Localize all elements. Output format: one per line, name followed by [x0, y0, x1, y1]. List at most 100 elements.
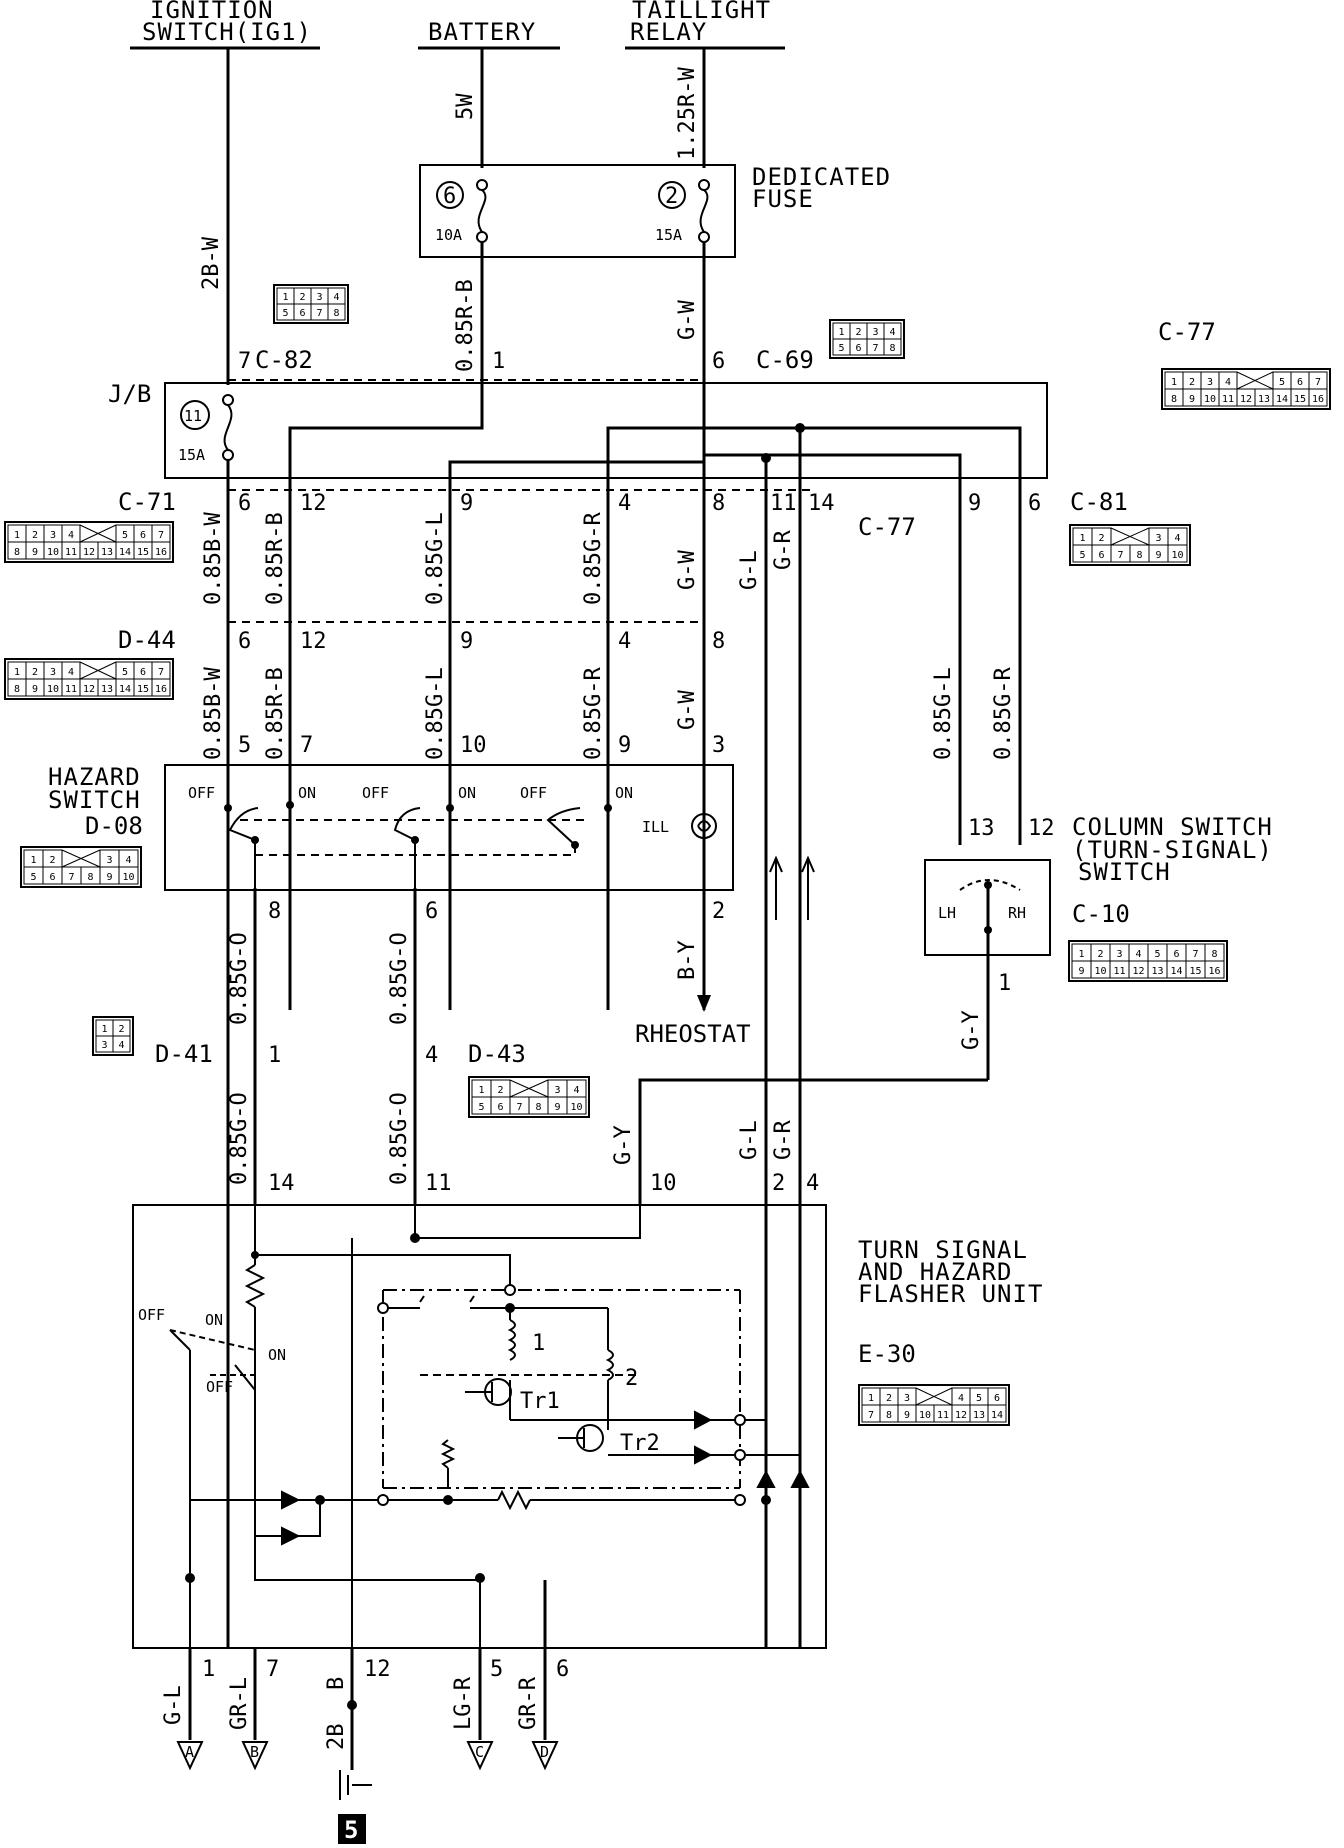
col-rh: RH [1008, 904, 1026, 922]
svg-text:6: 6 [1028, 491, 1041, 516]
jb-internal-wiring [226, 385, 1022, 1648]
d43-cell-label: 8 [535, 1102, 541, 1113]
c10-cell [1204, 960, 1225, 979]
wire-fuse6-out: 0.85R-B [453, 279, 478, 372]
c77-cell-label: 2 [1189, 377, 1195, 388]
wire-gr-1: 0.85G-R [581, 512, 606, 605]
c81-cell-label: 7 [1117, 550, 1123, 561]
d44-cell-label: 1 [14, 667, 20, 678]
c82-cell-label: 2 [299, 292, 305, 303]
c77-cell-label: 14 [1276, 394, 1288, 405]
c71-cell-label: 12 [83, 547, 95, 558]
wire-gr-col: 0.85G-R [991, 667, 1016, 760]
c77-cell-label: 10 [1204, 394, 1216, 405]
terminal-a: A [176, 1741, 204, 1771]
d08-cell-label: 6 [49, 872, 55, 883]
fuse-6-element [477, 189, 487, 233]
svg-text:12: 12 [364, 1657, 391, 1682]
c81-cell-label: 1 [1079, 533, 1085, 544]
d08-cell-label: 7 [68, 872, 74, 883]
svg-text:5: 5 [344, 1816, 358, 1844]
source-ignition-switch: IGNITION SWITCH(IG1) [130, 0, 320, 50]
d43-cell-label: 5 [478, 1102, 484, 1113]
e30-cell-label: 1 [868, 1393, 874, 1404]
d44-cell-label: 4 [68, 667, 74, 678]
fuse-6-number: 6 [443, 184, 456, 209]
top-wires [226, 48, 706, 385]
c77-cell-label: 9 [1189, 394, 1195, 405]
c81-cell-label: 10 [1171, 550, 1183, 561]
wire-by: B-Y [675, 940, 700, 980]
svg-text:3: 3 [712, 733, 725, 758]
svg-text:4: 4 [618, 629, 631, 654]
ignition-label-line1: IGNITION [150, 0, 274, 24]
c81-key-cross [1110, 527, 1150, 546]
label-c69: C-69 [756, 346, 814, 374]
svg-text:12: 12 [300, 629, 327, 654]
d08-cell-label: 2 [49, 855, 55, 866]
c71-cell-label: 5 [122, 530, 128, 541]
c77-cell-label: 6 [1297, 377, 1303, 388]
c71-cell-label: 8 [14, 547, 20, 558]
svg-text:9: 9 [618, 733, 631, 758]
hz-on-2: ON [458, 784, 476, 802]
e30-outline [858, 1384, 1010, 1426]
label-c77-small: C-77 [858, 513, 916, 541]
wire-go-3: 0.85G-O [227, 1092, 252, 1185]
c77-cell-label: 12 [1240, 394, 1252, 405]
wire-rb-1: 0.85R-B [263, 512, 288, 605]
fuse-title-line2: FUSE [752, 185, 814, 213]
c69-cell-label: 4 [889, 327, 895, 338]
c71-cell-label: 4 [68, 530, 74, 541]
c69-cell-label: 3 [872, 327, 878, 338]
e30-cell-label: 14 [991, 1410, 1003, 1421]
c71-cell [151, 541, 171, 560]
signal-arrows [769, 855, 815, 920]
hazard-title-line2: SWITCH [48, 786, 141, 814]
wire-gw-2: G-W [675, 690, 700, 730]
svg-text:2: 2 [772, 1171, 785, 1196]
svg-text:1: 1 [202, 1657, 215, 1682]
c71-cell-label: 3 [50, 530, 56, 541]
taillight-label-line2: RELAY [630, 18, 707, 46]
label-c81: C-81 [1070, 488, 1128, 516]
wire-gl-flasher: G-L [737, 1120, 762, 1160]
c81-cell-label: 8 [1136, 550, 1142, 561]
terminal-d: D [531, 1741, 559, 1771]
c77-cell-label: 8 [1171, 394, 1177, 405]
c81-cell-label: 5 [1079, 550, 1085, 561]
tr2-label: Tr2 [620, 1431, 660, 1456]
fuse-2-element [699, 189, 709, 233]
c10-cell-label: 6 [1173, 949, 1179, 960]
d44-cell-label: 7 [158, 667, 164, 678]
jb-label: J/B [108, 380, 151, 408]
wire-gl-col: 0.85G-L [931, 667, 956, 760]
d44-cell-label: 5 [122, 667, 128, 678]
terminal-b: B [241, 1741, 269, 1771]
label-c77: C-77 [1158, 318, 1216, 346]
wire-grl-out: GR-L [227, 1677, 252, 1730]
c69-cell-label: 8 [889, 343, 895, 354]
svg-text:D: D [540, 1743, 549, 1761]
svg-text:8: 8 [712, 491, 725, 516]
svg-text:9: 9 [460, 491, 473, 516]
flasher-title-line3: FLASHER UNIT [858, 1280, 1043, 1308]
wire-gl-out: G-L [161, 1685, 186, 1725]
fuse-2-circle [658, 181, 686, 209]
c10-cell-label: 3 [1116, 949, 1122, 960]
d44-cell [151, 678, 171, 697]
d41-outline [92, 1016, 134, 1056]
c71-cell-label: 2 [32, 530, 38, 541]
d44-key-cross [79, 661, 117, 680]
svg-text:2: 2 [712, 899, 725, 924]
label-d43: D-43 [468, 1040, 526, 1068]
jb-fuse-number: 11 [184, 407, 202, 425]
c71-key-cross [79, 524, 117, 543]
col-title-line3: SWITCH [1078, 858, 1171, 886]
c82-cell-label: 8 [333, 308, 339, 319]
